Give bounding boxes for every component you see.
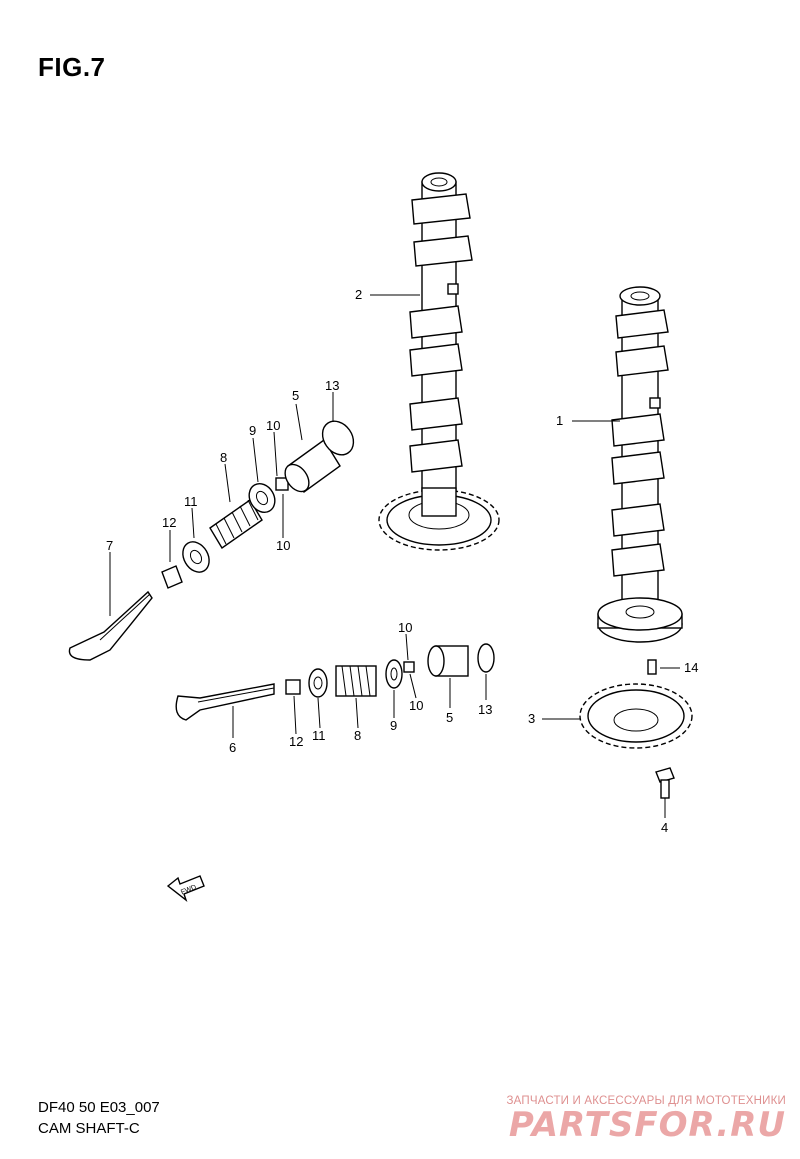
callout-8-lower: 8 xyxy=(354,728,361,743)
callout-14: 14 xyxy=(684,660,698,675)
valve-part-7 xyxy=(68,590,153,661)
tappet-part-5-lower xyxy=(427,645,469,677)
callout-10-upper: 10 xyxy=(266,418,280,433)
shim-part-10-upper xyxy=(275,477,289,491)
callout-4: 4 xyxy=(661,820,668,835)
figure-name: CAM SHAFT-C xyxy=(38,1120,140,1137)
camshaft-part-1 xyxy=(597,286,683,643)
pin-part-14 xyxy=(647,659,657,675)
spring-part-8-upper xyxy=(209,498,263,550)
callout-13-lower: 13 xyxy=(478,702,492,717)
callout-5-upper: 5 xyxy=(292,388,299,403)
shim-part-10-lower xyxy=(403,661,415,673)
cotter-part-12-upper xyxy=(161,565,183,589)
watermark-logo: PARTSFOR.RU xyxy=(508,1105,786,1145)
callout-3: 3 xyxy=(528,711,535,726)
shim-part-13-lower xyxy=(477,643,495,673)
watermark-tagline: ЗАПЧАСТИ И АКСЕССУАРЫ ДЛЯ МОТОТЕХНИКИ xyxy=(506,1095,786,1107)
callout-1: 1 xyxy=(556,413,563,428)
callout-8-upper: 8 xyxy=(220,450,227,465)
seat-part-11-upper xyxy=(182,541,210,573)
shim-part-13-upper xyxy=(321,420,355,456)
callout-6: 6 xyxy=(229,740,236,755)
fwd-arrow-icon: FWD xyxy=(166,875,205,902)
seat-part-11-lower xyxy=(308,668,328,698)
callout-9-lower: 9 xyxy=(390,718,397,733)
leader-lines xyxy=(109,294,680,818)
callout-13-upper: 13 xyxy=(325,378,339,393)
valve-part-6 xyxy=(175,683,275,721)
figure-title: FIG.7 xyxy=(38,52,106,82)
callout-11-upper: 11 xyxy=(184,494,198,509)
sprocket-part-3 xyxy=(579,683,693,749)
callout-10-lower: 10 xyxy=(398,620,412,635)
figure-footer: DF40 50 E03_007 CAM SHAFT-C xyxy=(38,1097,160,1139)
callout-12-upper: 12 xyxy=(162,515,176,530)
bolt-part-4 xyxy=(655,767,675,799)
spring-part-8-lower xyxy=(335,665,377,697)
cotter-part-12-lower xyxy=(285,679,301,695)
retainer-part-9-lower xyxy=(385,659,403,689)
callout-10-upper-b: 10 xyxy=(276,538,290,553)
retainer-part-9-upper xyxy=(248,482,276,514)
callout-11-lower: 11 xyxy=(312,728,326,743)
callout-5-lower: 5 xyxy=(446,710,453,725)
watermark: ЗАПЧАСТИ И АКСЕССУАРЫ ДЛЯ МОТОТЕХНИКИ PA… xyxy=(506,1095,786,1143)
camshaft-part-2 xyxy=(378,172,500,551)
callout-labels: 2 1 13 5 10 9 8 11 12 10 7 10 10 14 3 6 … xyxy=(106,287,698,835)
tappet-part-5-upper xyxy=(284,438,341,494)
callout-2: 2 xyxy=(355,287,362,302)
callout-12-lower: 12 xyxy=(289,734,303,749)
callout-9-upper: 9 xyxy=(249,423,256,438)
figure-code: DF40 50 E03_007 xyxy=(38,1099,160,1116)
callout-7: 7 xyxy=(106,538,113,553)
callout-10-lower-b: 10 xyxy=(409,698,423,713)
